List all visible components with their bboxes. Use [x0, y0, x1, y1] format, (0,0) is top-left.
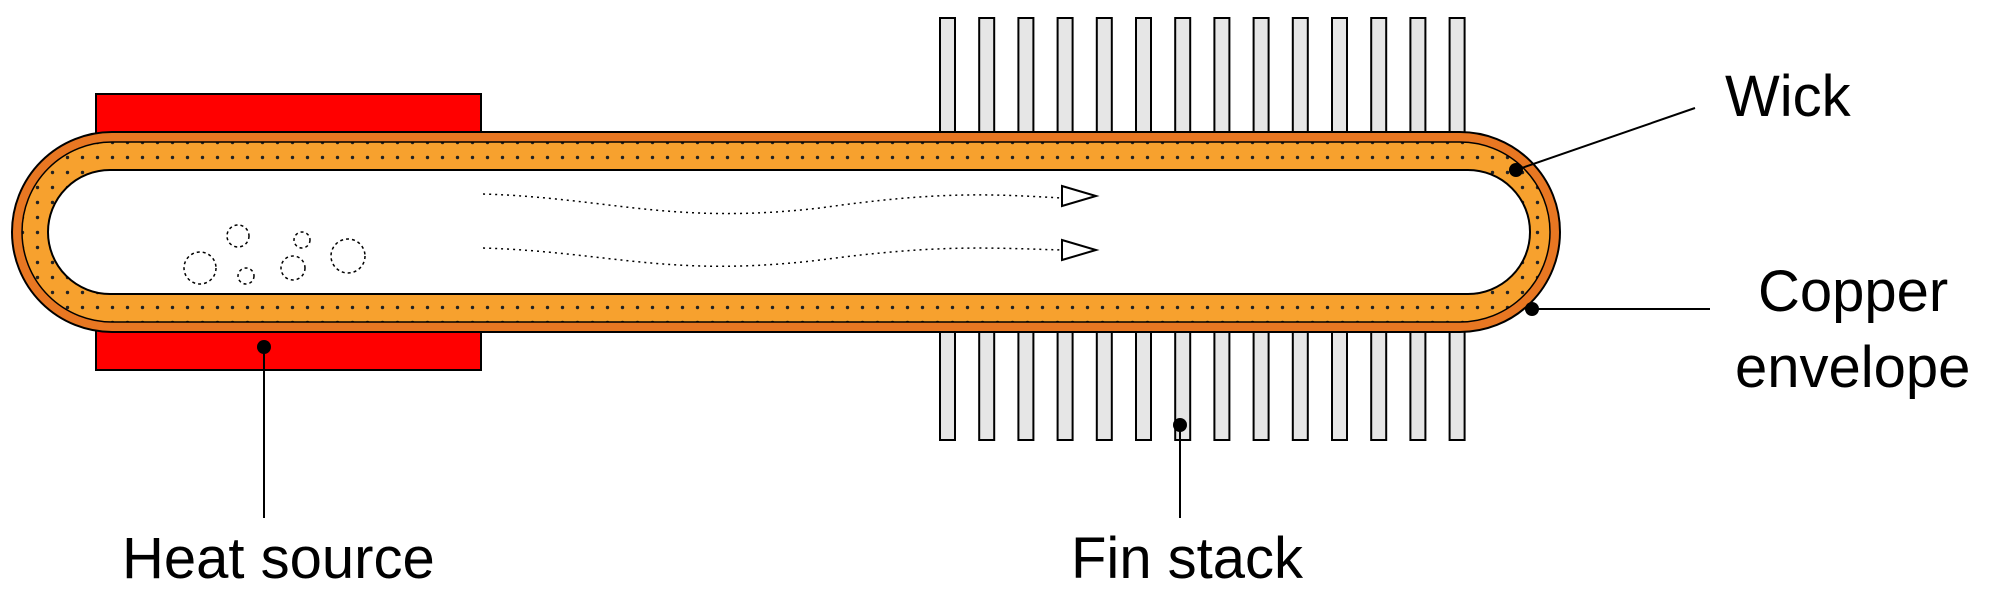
fin-top	[1174, 17, 1192, 137]
wick-pointer-dot	[1509, 163, 1523, 177]
vapor-core	[47, 169, 1531, 295]
fin-bottom	[1017, 329, 1035, 441]
fin-bottom	[1213, 329, 1231, 441]
wick-label: Wick	[1725, 64, 1852, 129]
fin-bottom	[1370, 329, 1388, 441]
fin-top	[1448, 17, 1466, 137]
leader-lines	[263, 107, 1710, 518]
fin-bottom	[1331, 329, 1348, 441]
fin-bottom	[1448, 329, 1466, 441]
fin-bottom	[1095, 329, 1113, 441]
fin-bottom	[1291, 329, 1309, 441]
copper-envelope-pointer-dot	[1525, 302, 1539, 316]
fin-top	[978, 17, 996, 137]
vapor-bubbles	[183, 224, 366, 285]
fin-stack-bottom	[939, 329, 1466, 441]
wick-leader-line	[1515, 107, 1696, 171]
fin-bottom	[1252, 329, 1270, 441]
fin-top	[1252, 17, 1270, 137]
fin-bottom	[939, 329, 956, 441]
fin-stack-label: Fin stack	[1071, 526, 1304, 591]
fin-top	[1291, 17, 1309, 137]
fin-top	[1056, 17, 1074, 137]
vapor-flow-arrow-lower	[1061, 238, 1100, 262]
fin-top	[1135, 17, 1152, 137]
fin-top	[1213, 17, 1231, 137]
fin-stack-top	[939, 17, 1466, 137]
heat-source-pointer-dot	[257, 340, 271, 354]
fin-top	[939, 17, 956, 137]
fin-bottom	[978, 329, 996, 441]
vapor-flow-line-lower	[482, 247, 1063, 268]
fin-top	[1095, 17, 1113, 137]
fin-top	[1370, 17, 1388, 137]
fin-stack-pointer-dot	[1173, 418, 1187, 432]
fin-top	[1409, 17, 1427, 137]
fin-bottom	[1056, 329, 1074, 441]
fin-bottom	[1135, 329, 1152, 441]
copper-label-line1: Copper	[1758, 259, 1948, 324]
vapor-flow-line-upper	[482, 193, 1063, 215]
fin-top	[1331, 17, 1348, 137]
fin-bottom	[1409, 329, 1427, 441]
copper-label-line2: envelope	[1735, 335, 1970, 400]
vapor-flow-arrow-upper	[1061, 184, 1100, 208]
fin-top	[1017, 17, 1035, 137]
vapor-flow	[482, 184, 1100, 268]
heat-source-label: Heat source	[122, 526, 435, 591]
